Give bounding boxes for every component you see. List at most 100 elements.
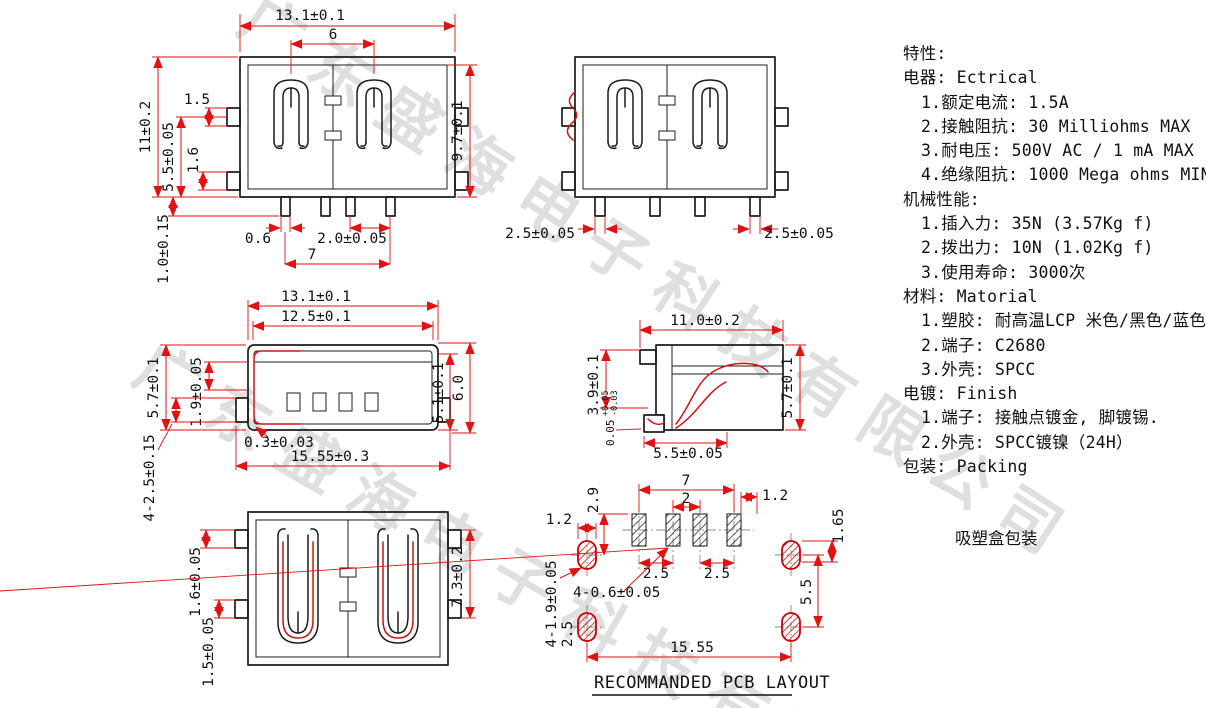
pcb-mount-hole-bl bbox=[577, 612, 597, 642]
dim-v1-tab-top: 1.5 bbox=[184, 92, 210, 108]
dim-pcb-hole: 4-1.9±0.05 bbox=[544, 560, 560, 647]
spec-line: 2.拨出力: 10N (1.02Kg f) bbox=[921, 238, 1154, 258]
dim-v2-leg-right: 2.5±0.05 bbox=[764, 226, 834, 242]
spec-line: 1.端子: 接触点镀金, 脚镀锡. bbox=[921, 408, 1159, 428]
rear-dimensions: 2.5±0.05 2.5±0.05 bbox=[505, 216, 834, 242]
dim-pcb-29: 2.9 bbox=[586, 487, 602, 513]
dim-v1-inner: 6 bbox=[329, 27, 338, 43]
contact-spring-red-2 bbox=[675, 381, 727, 429]
dim-v4-h-left: 3.9±0.1 bbox=[586, 354, 602, 415]
dim-pcb-12-top: 1.2 bbox=[762, 488, 788, 504]
weld-detail-red bbox=[566, 91, 578, 141]
dim-v3-tabs: 4-2.5±0.15 bbox=[142, 434, 158, 521]
side-outline bbox=[639, 344, 784, 433]
dim-pcb-165: 1.65 bbox=[831, 509, 847, 544]
dim-pcb-1555: 15.55 bbox=[670, 640, 714, 656]
dim-pcb-25-c: 2.5 bbox=[560, 621, 576, 647]
pcb-mount-hole-br bbox=[781, 612, 801, 642]
dim-v4-tol-plus: +0.05 bbox=[601, 390, 611, 416]
dim-v2-leg-left: 2.5±0.05 bbox=[505, 226, 575, 242]
dim-v4-width: 11.0±0.2 bbox=[670, 313, 740, 329]
spec-line-electrical: 电器: Ectrical bbox=[903, 68, 1038, 88]
spec-line-mechanical: 机械性能: bbox=[903, 189, 980, 209]
dim-v4-tol-minus: -0.03 bbox=[610, 390, 620, 416]
pcb-pad-3 bbox=[692, 513, 708, 547]
shell-edge-red bbox=[253, 350, 301, 425]
spec-line: 2.端子: C2680 bbox=[921, 335, 1046, 355]
pcb-mount-hole-tr bbox=[781, 540, 801, 570]
dim-pcb-25-a: 2.5 bbox=[643, 566, 669, 582]
dim-v3-d3: 6.0 bbox=[451, 375, 467, 401]
bottom-dimensions: 1.6±0.05 7.3±0.2 1.5±0.05 bbox=[188, 529, 476, 687]
spec-line: 1.额定电流: 1.5A bbox=[921, 92, 1069, 112]
dim-v1-height: 11±0.2 bbox=[138, 101, 154, 153]
dim-v5-h: 7.3±0.2 bbox=[450, 546, 466, 607]
view-bottom: 1.6±0.05 7.3±0.2 1.5±0.05 bbox=[188, 511, 476, 687]
spec-line-material: 材料: Matorial bbox=[903, 286, 1038, 306]
pcb-pad-4 bbox=[726, 513, 742, 547]
dim-v3-lip: 0.3±0.03 bbox=[244, 435, 314, 451]
view-front: 13.1±0.1 6 11±0.2 5.5±0.05 1.5 1.6 9.7±0… bbox=[138, 8, 477, 284]
dim-v1-leg-w: 0.6 bbox=[245, 231, 271, 247]
pcb-pad-1 bbox=[631, 513, 647, 547]
spec-line: 3.使用寿命: 3000次 bbox=[921, 262, 1086, 282]
view-top: 13.1±0.1 12.5±0.1 5.7±0.1 1.9±0.05 5.1±0… bbox=[142, 289, 476, 522]
bottom-spring-right bbox=[377, 528, 419, 644]
bottom-spring-right-red bbox=[382, 541, 414, 639]
rear-outline bbox=[561, 56, 789, 217]
dim-v1-width: 13.1±0.1 bbox=[275, 8, 345, 24]
dim-v3-span: 15.55±0.3 bbox=[291, 449, 370, 465]
front-dimensions: 13.1±0.1 6 11±0.2 5.5±0.05 1.5 1.6 9.7±0… bbox=[138, 8, 477, 284]
dim-v1-half: 5.5±0.05 bbox=[161, 122, 177, 192]
dim-v1-right-h: 9.7±0.1 bbox=[450, 100, 466, 161]
pcb-mount-hole-tl bbox=[577, 540, 597, 570]
pcb-pads bbox=[631, 513, 742, 547]
spec-line: 3.耐电压: 500V AC / 1 mA MAX bbox=[921, 141, 1195, 161]
spec-line: 3.外壳: SPCC bbox=[921, 359, 1036, 379]
dim-v3-width: 13.1±0.1 bbox=[281, 289, 351, 305]
spec-line: 2.接触阻抗: 30 Milliohms MAX bbox=[921, 116, 1191, 136]
dim-v4-coplanarity: 0.05 +0.05 -0.03 bbox=[601, 390, 620, 446]
spec-line: 1.塑胶: 耐高温LCP 米色/黑色/蓝色 bbox=[921, 311, 1206, 331]
dim-v3-d2: 5.1±0.1 bbox=[431, 362, 447, 423]
side-dimensions: 11.0±0.2 3.9±0.1 5.7±0.1 0.05 +0.05 -0.0… bbox=[586, 313, 806, 462]
dim-pcb-span7: 7 bbox=[682, 473, 691, 489]
dim-v1-span: 7 bbox=[308, 247, 317, 263]
contact-spring-red bbox=[675, 362, 769, 425]
bottom-outline bbox=[234, 511, 462, 666]
dim-v3-inner-d: 1.9±0.05 bbox=[189, 357, 205, 427]
bottom-spring-left bbox=[277, 528, 319, 644]
view-rear: 2.5±0.05 2.5±0.05 bbox=[505, 56, 834, 242]
dim-v5-tab-top: 1.6±0.05 bbox=[188, 547, 204, 617]
dim-v4-tol-main: 0.05 bbox=[604, 420, 617, 447]
foot-detail-red bbox=[647, 418, 665, 426]
dim-pcb-25-b: 2.5 bbox=[704, 566, 730, 582]
dim-pcb-55: 5.5 bbox=[799, 579, 815, 605]
pcb-mount-holes bbox=[577, 540, 801, 642]
dim-v1-pitch: 2.0±0.05 bbox=[317, 231, 387, 247]
spec-line: 1.插入力: 35N (3.57Kg f) bbox=[921, 214, 1154, 234]
dim-v4-half: 5.5±0.05 bbox=[653, 446, 723, 462]
front-outline bbox=[226, 56, 469, 217]
spec-line-title: 特性: bbox=[903, 44, 947, 63]
spec-line: 4.绝缘阻抗: 1000 Mega ohms MIN bbox=[921, 165, 1206, 185]
dim-v4-h-right: 5.7±0.1 bbox=[780, 357, 796, 418]
spec-line: 2.外壳: SPCC镀镍（24H） bbox=[921, 432, 1133, 452]
dim-pcb-pad: 4-0.6±0.05 bbox=[573, 585, 660, 601]
pcb-layout-title: RECOMMANDED PCB LAYOUT bbox=[594, 673, 830, 693]
dim-v3-inner-w: 12.5±0.1 bbox=[281, 309, 351, 325]
dim-v1-tab-bottom: 1.6 bbox=[186, 147, 202, 173]
spec-panel: 特性: 电器: Ectrical 1.额定电流: 1.5A 2.接触阻抗: 30… bbox=[903, 42, 1206, 549]
spec-line-packing: 包装: Packing bbox=[903, 457, 1028, 477]
dim-v5-tab-bottom: 1.5±0.05 bbox=[201, 617, 217, 687]
pcb-dimensions: 7 2 2.9 1.2 1.2 1.65 2.5 2.5 bbox=[0, 473, 847, 662]
view-pcb-layout: 7 2 2.9 1.2 1.2 1.65 2.5 2.5 bbox=[0, 473, 847, 696]
dim-v1-leg-len: 1.0±0.15 bbox=[156, 214, 172, 284]
dim-pcb-12-left: 1.2 bbox=[546, 512, 572, 528]
bottom-spring-left-red bbox=[282, 541, 314, 639]
dim-v3-depth: 5.7±0.1 bbox=[146, 357, 162, 418]
view-side-section: 11.0±0.2 3.9±0.1 5.7±0.1 0.05 +0.05 -0.0… bbox=[586, 313, 806, 462]
pcb-pad-2 bbox=[665, 513, 681, 547]
spec-line-finish: 电镀: Finish bbox=[903, 384, 1018, 404]
